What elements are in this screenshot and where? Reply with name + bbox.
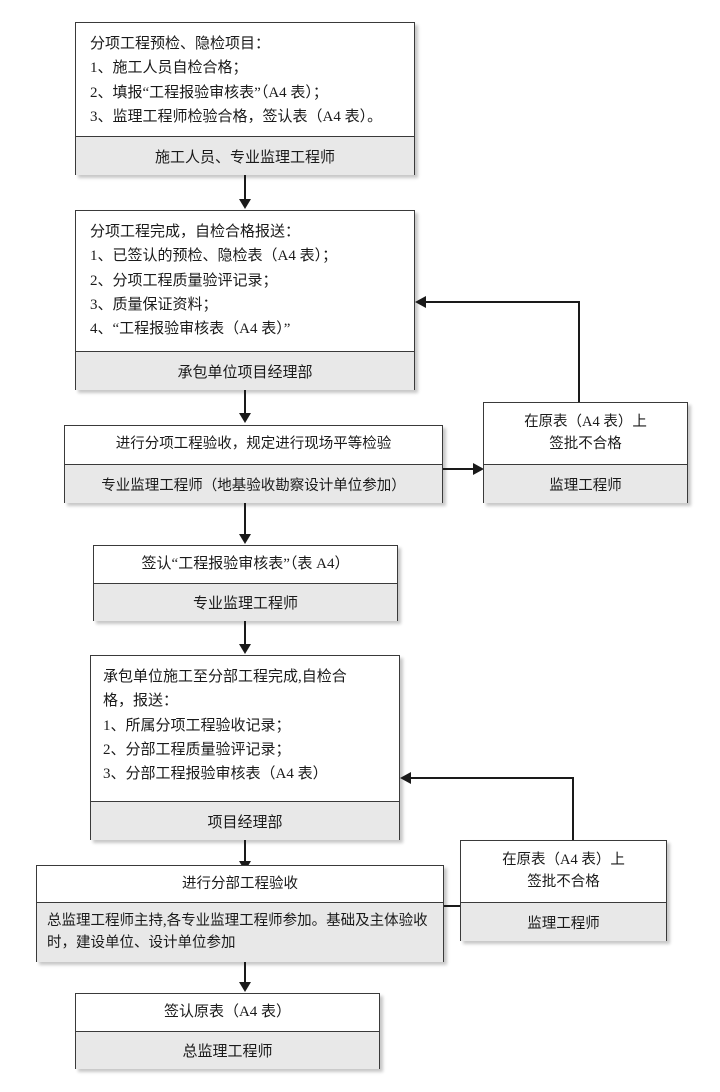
- node-preinspection-line-0: 分项工程预检、隐检项目：: [90, 36, 271, 52]
- node-division-complete-body: 承包单位施工至分部工程完成,自检合 格，报送： 1、所属分项工程验收记录； 2、…: [91, 656, 399, 801]
- node-sign-report[interactable]: 签认“工程报验审核表”（表 A4） 专业监理工程师: [93, 545, 398, 621]
- node-reject-lower[interactable]: 在原表（A4 表）上 签批不合格 监理工程师: [460, 840, 667, 941]
- node-division-complete[interactable]: 承包单位施工至分部工程完成,自检合 格，报送： 1、所属分项工程验收记录； 2、…: [90, 655, 400, 840]
- node-preinspection-line-2: 2、填报“工程报验审核表”（A4 表）；: [90, 84, 328, 101]
- node-subitem-complete-line-3: 3、质量保证资料；: [90, 296, 218, 313]
- node-reject-upper-line-0: 在原表（A4 表）上: [524, 413, 647, 430]
- conn-reject-upper-to-2-horizontal: [426, 301, 580, 303]
- conn-3-to-4-line: [244, 503, 246, 535]
- conn-3-to-4-arrowhead: [239, 534, 251, 544]
- node-division-complete-actor: 项目经理部: [91, 801, 399, 840]
- conn-reject-upper-to-2-arrowhead: [415, 296, 426, 308]
- conn-4-to-5-line: [244, 621, 246, 645]
- node-preinspection-line-3: 3、监理工程师检验合格，签认表（A4 表）。: [90, 108, 383, 125]
- node-sign-report-body: 签认“工程报验审核表”（表 A4）: [94, 546, 397, 583]
- node-reject-upper-line-1: 签批不合格: [549, 435, 622, 452]
- node-preinspection-body: 分项工程预检、隐检项目： 1、施工人员自检合格； 2、填报“工程报验审核表”（A…: [76, 23, 414, 136]
- node-reject-lower-line-0: 在原表（A4 表）上: [502, 851, 625, 868]
- node-subitem-complete[interactable]: 分项工程完成，自检合格报送： 1、已签认的预检、隐检表（A4 表）； 2、分项工…: [75, 210, 415, 390]
- node-reject-upper-actor: 监理工程师: [484, 464, 687, 503]
- node-subitem-complete-line-1: 1、已签认的预检、隐检表（A4 表）；: [90, 248, 338, 265]
- node-division-acceptance-body: 进行分部工程验收: [37, 866, 443, 902]
- conn-3-to-reject-upper-arrowhead: [473, 463, 484, 475]
- conn-3-to-reject-upper-line: [443, 468, 475, 470]
- node-reject-lower-actor: 监理工程师: [461, 902, 666, 941]
- node-sign-original-body: 签认原表（A4 表）: [76, 994, 379, 1031]
- node-reject-upper-body: 在原表（A4 表）上 签批不合格: [484, 403, 687, 464]
- conn-2-to-3-line: [244, 390, 246, 414]
- conn-2-to-3-arrowhead: [239, 413, 251, 423]
- node-sign-report-line-0: 签认“工程报验审核表”（表 A4）: [141, 556, 350, 573]
- node-subitem-complete-body: 分项工程完成，自检合格报送： 1、已签认的预检、隐检表（A4 表）； 2、分项工…: [76, 211, 414, 351]
- node-subitem-acceptance-body: 进行分项工程验收，规定进行现场平等检验: [65, 426, 442, 464]
- node-division-complete-line-2: 1、所属分项工程验收记录；: [103, 717, 291, 734]
- node-sign-report-actor: 专业监理工程师: [94, 583, 397, 621]
- conn-4-to-5-arrowhead: [239, 644, 251, 654]
- conn-6-to-reject-lower-line: [444, 905, 467, 907]
- node-preinspection[interactable]: 分项工程预检、隐检项目： 1、施工人员自检合格； 2、填报“工程报验审核表”（A…: [75, 22, 415, 175]
- node-division-complete-line-1: 格，报送：: [103, 693, 179, 710]
- node-division-acceptance-line-0: 进行分部工程验收: [182, 875, 298, 892]
- conn-5-to-6-line: [244, 840, 246, 862]
- conn-reject-upper-to-2-vertical: [578, 301, 580, 402]
- node-division-complete-line-3: 2、分部工程质量验评记录；: [103, 741, 291, 758]
- node-sign-original-line-0: 签认原表（A4 表）: [163, 1004, 292, 1021]
- conn-reject-lower-to-5-arrowhead: [400, 772, 411, 784]
- node-division-acceptance[interactable]: 进行分部工程验收 总监理工程师主持,各专业监理工程师参加。基础及主体验收时，建设…: [36, 865, 444, 962]
- node-preinspection-line-1: 1、施工人员自检合格；: [90, 60, 248, 77]
- node-preinspection-actor: 施工人员、专业监理工程师: [76, 136, 414, 175]
- node-division-acceptance-actor: 总监理工程师主持,各专业监理工程师参加。基础及主体验收时，建设单位、设计单位参加: [37, 902, 443, 962]
- conn-reject-lower-to-5-vertical: [572, 777, 574, 840]
- conn-reject-lower-to-5-horizontal: [411, 777, 574, 779]
- conn-6-to-7-line: [244, 962, 246, 983]
- node-sign-original-actor: 总监理工程师: [76, 1031, 379, 1069]
- node-sign-original[interactable]: 签认原表（A4 表） 总监理工程师: [75, 993, 380, 1069]
- conn-6-to-7-arrowhead: [239, 982, 251, 992]
- node-reject-lower-body: 在原表（A4 表）上 签批不合格: [461, 841, 666, 902]
- node-reject-upper[interactable]: 在原表（A4 表）上 签批不合格 监理工程师: [483, 402, 688, 503]
- node-subitem-acceptance-line-0: 进行分项工程验收，规定进行现场平等检验: [115, 436, 392, 453]
- node-division-complete-line-4: 3、分部工程报验审核表（A4 表）: [103, 766, 328, 783]
- conn-1-to-2-line: [244, 175, 246, 200]
- node-subitem-acceptance[interactable]: 进行分项工程验收，规定进行现场平等检验 专业监理工程师（地基验收勘察设计单位参加…: [64, 425, 443, 503]
- node-reject-lower-line-1: 签批不合格: [527, 873, 600, 890]
- node-subitem-complete-line-4: 4、“工程报验审核表（A4 表）”: [90, 321, 291, 338]
- node-subitem-acceptance-actor: 专业监理工程师（地基验收勘察设计单位参加）: [65, 464, 442, 503]
- node-subitem-complete-actor: 承包单位项目经理部: [76, 351, 414, 390]
- conn-1-to-2-arrowhead: [239, 199, 251, 209]
- node-division-complete-line-0: 承包单位施工至分部工程完成,自检合: [103, 669, 347, 685]
- node-subitem-complete-line-2: 2、分项工程质量验评记录；: [90, 272, 278, 289]
- node-subitem-complete-line-0: 分项工程完成，自检合格报送：: [90, 224, 301, 240]
